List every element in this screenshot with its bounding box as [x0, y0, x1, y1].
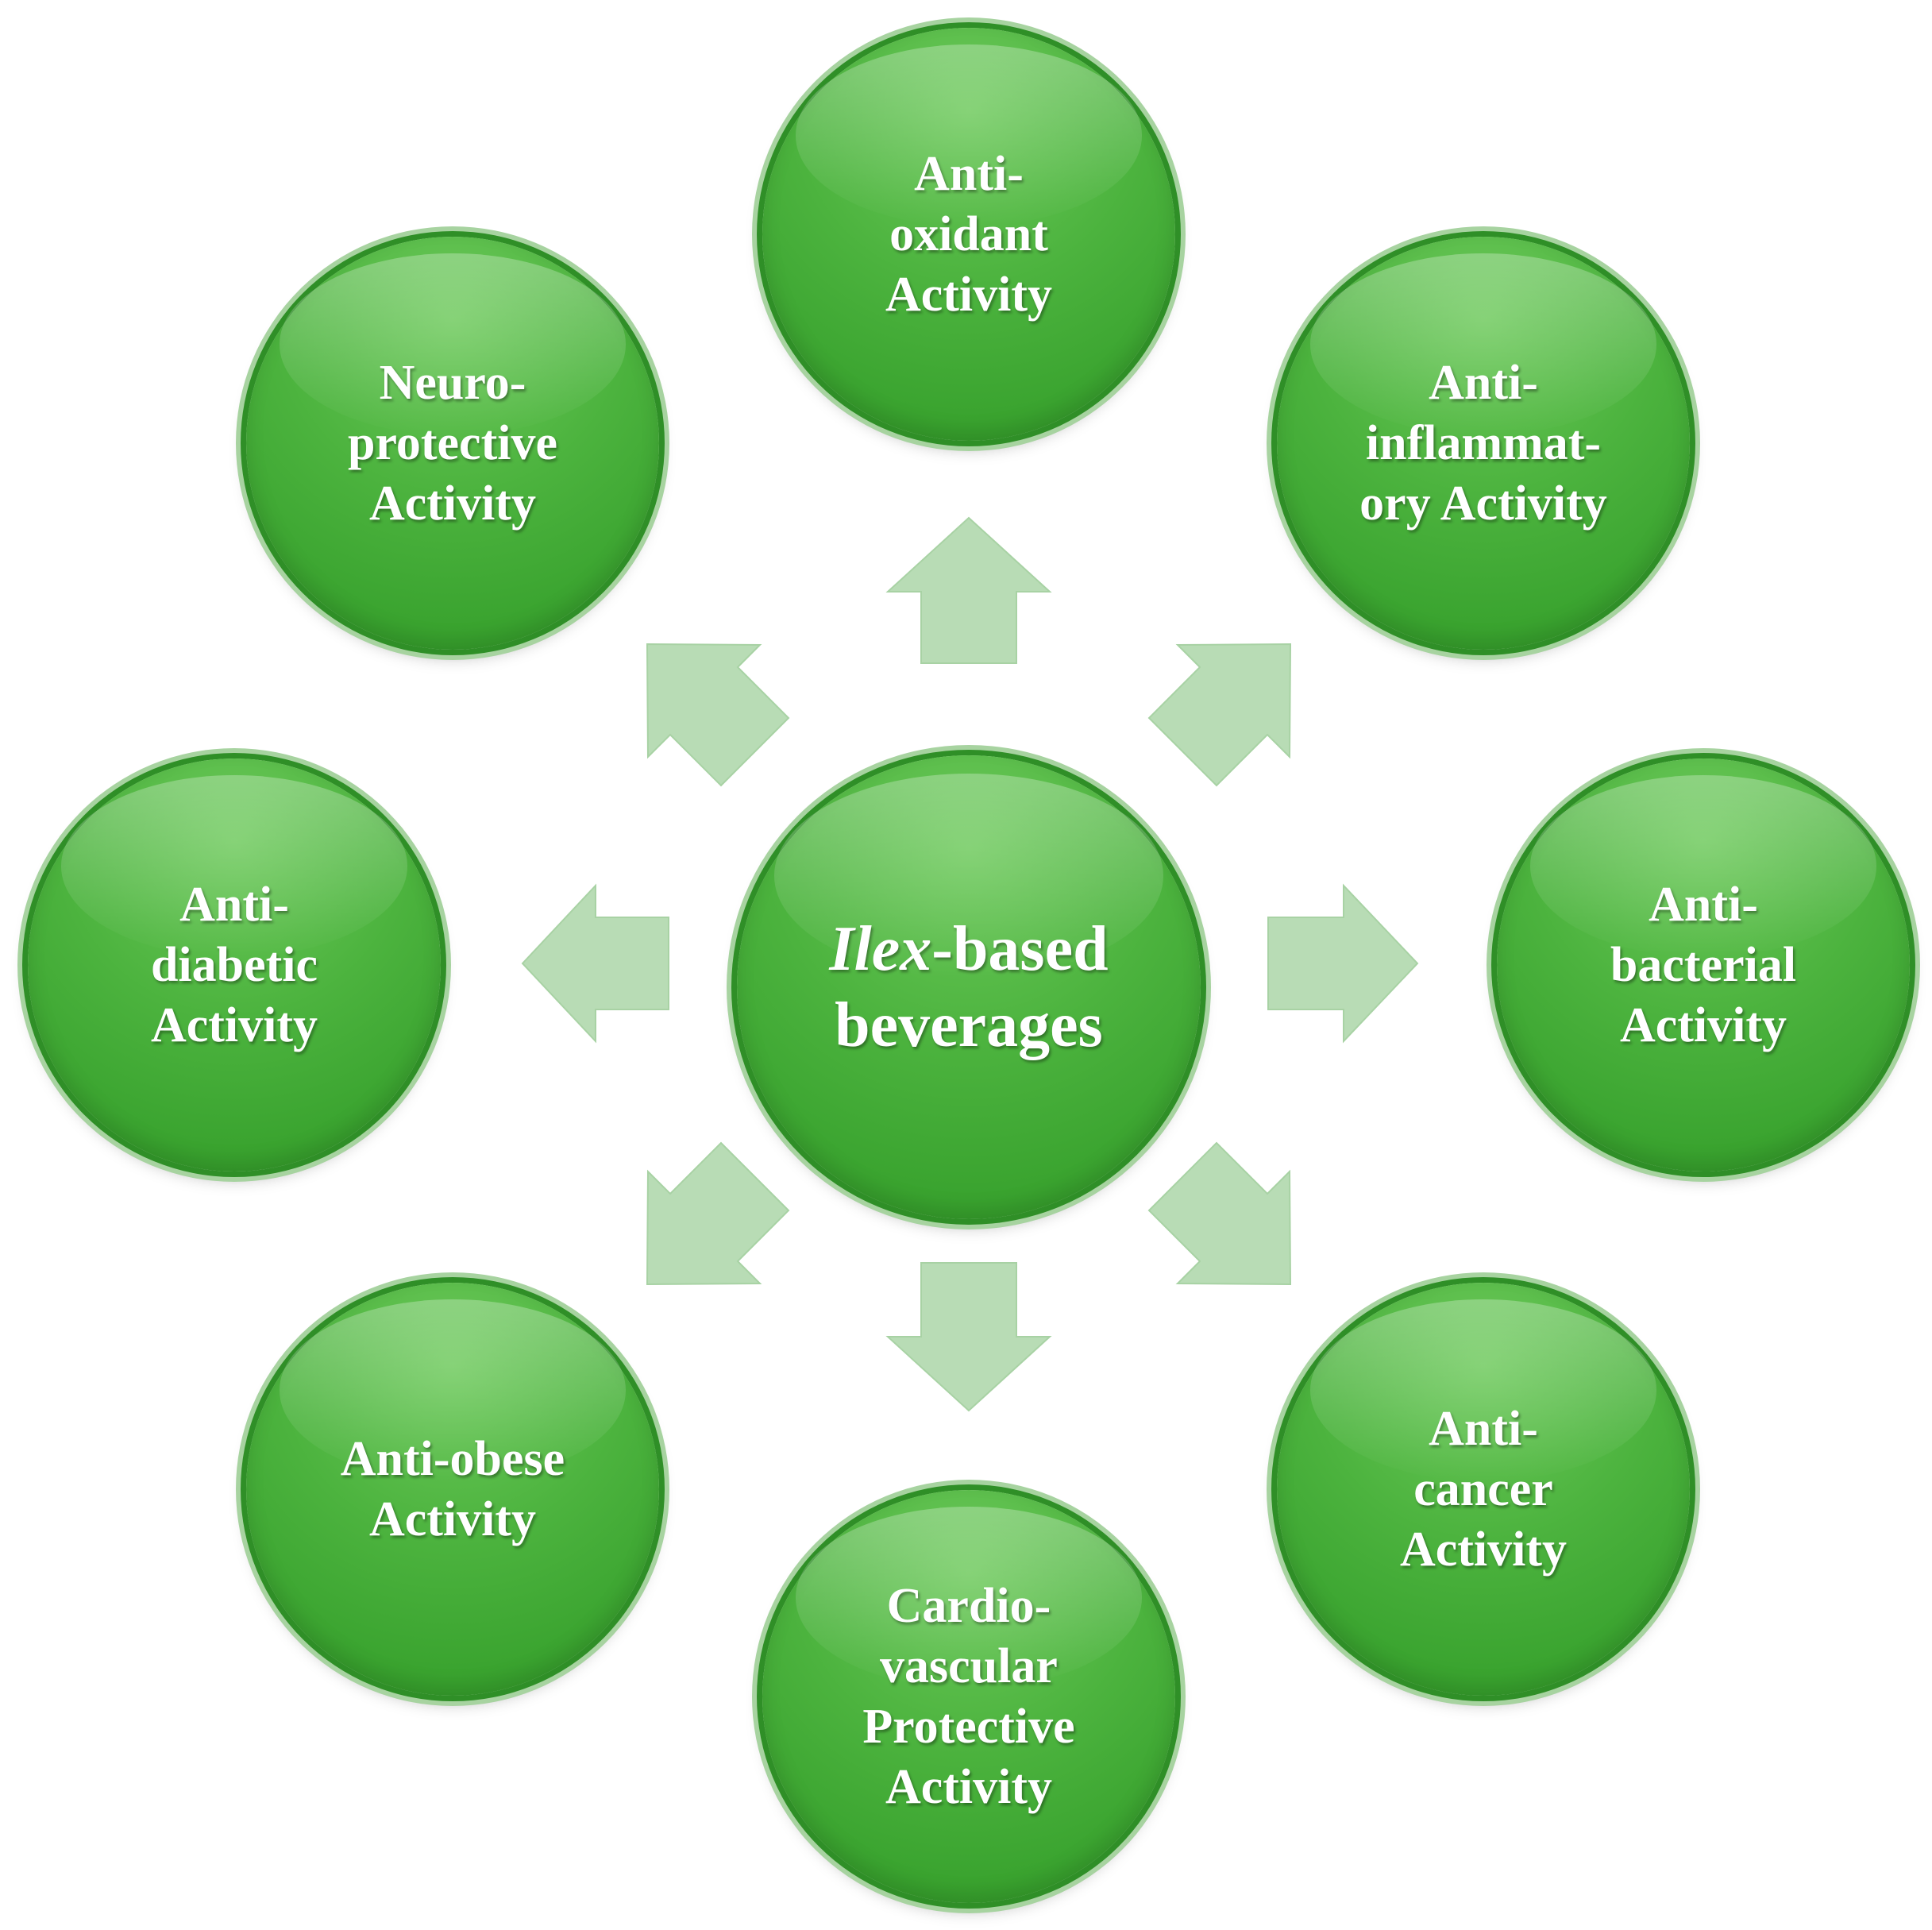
arrow-left: [521, 883, 669, 1044]
node-antibacterial-label: Anti- bacterial Activity: [1610, 878, 1797, 1052]
arrow-up-left: [646, 643, 790, 787]
node-antibacterial: Anti- bacterial Activity: [1497, 758, 1910, 1172]
node-antiinflammatory: Anti- inflammat- ory Activity: [1277, 237, 1690, 650]
center-node-italic: Ilex: [829, 914, 932, 984]
node-anticancer: Anti- cancer Activity: [1277, 1283, 1690, 1696]
node-neuroprotective-label: Neuro- protective Activity: [348, 356, 557, 531]
node-anticancer-label: Anti- cancer Activity: [1399, 1402, 1568, 1577]
center-node-line1-rest: -based: [931, 914, 1109, 984]
node-antidiabetic: Anti- diabetic Activity: [28, 758, 441, 1172]
arrow-down: [885, 1262, 1052, 1412]
node-antidiabetic-label: Anti- diabetic Activity: [150, 878, 318, 1052]
node-antiobese: Anti-obese Activity: [246, 1283, 659, 1696]
arrow-up-right: [1147, 643, 1292, 787]
arrow-right: [1267, 883, 1419, 1044]
node-antiinflammatory-label: Anti- inflammat- ory Activity: [1359, 356, 1607, 531]
node-antiobese-label: Anti-obese Activity: [340, 1432, 565, 1546]
arrow-up: [885, 516, 1052, 664]
node-antioxidant: Anti- oxidant Activity: [762, 28, 1175, 441]
arrow-down-right: [1147, 1141, 1292, 1286]
node-neuroprotective: Neuro- protective Activity: [246, 237, 659, 650]
center-node-line2: beverages: [835, 990, 1103, 1060]
arrow-down-left: [646, 1141, 790, 1286]
node-cardiovascular-label: Cardio- vascular Protective Activity: [862, 1579, 1075, 1814]
node-antioxidant-label: Anti- oxidant Activity: [885, 147, 1053, 322]
node-cardiovascular: Cardio- vascular Protective Activity: [762, 1490, 1175, 1903]
